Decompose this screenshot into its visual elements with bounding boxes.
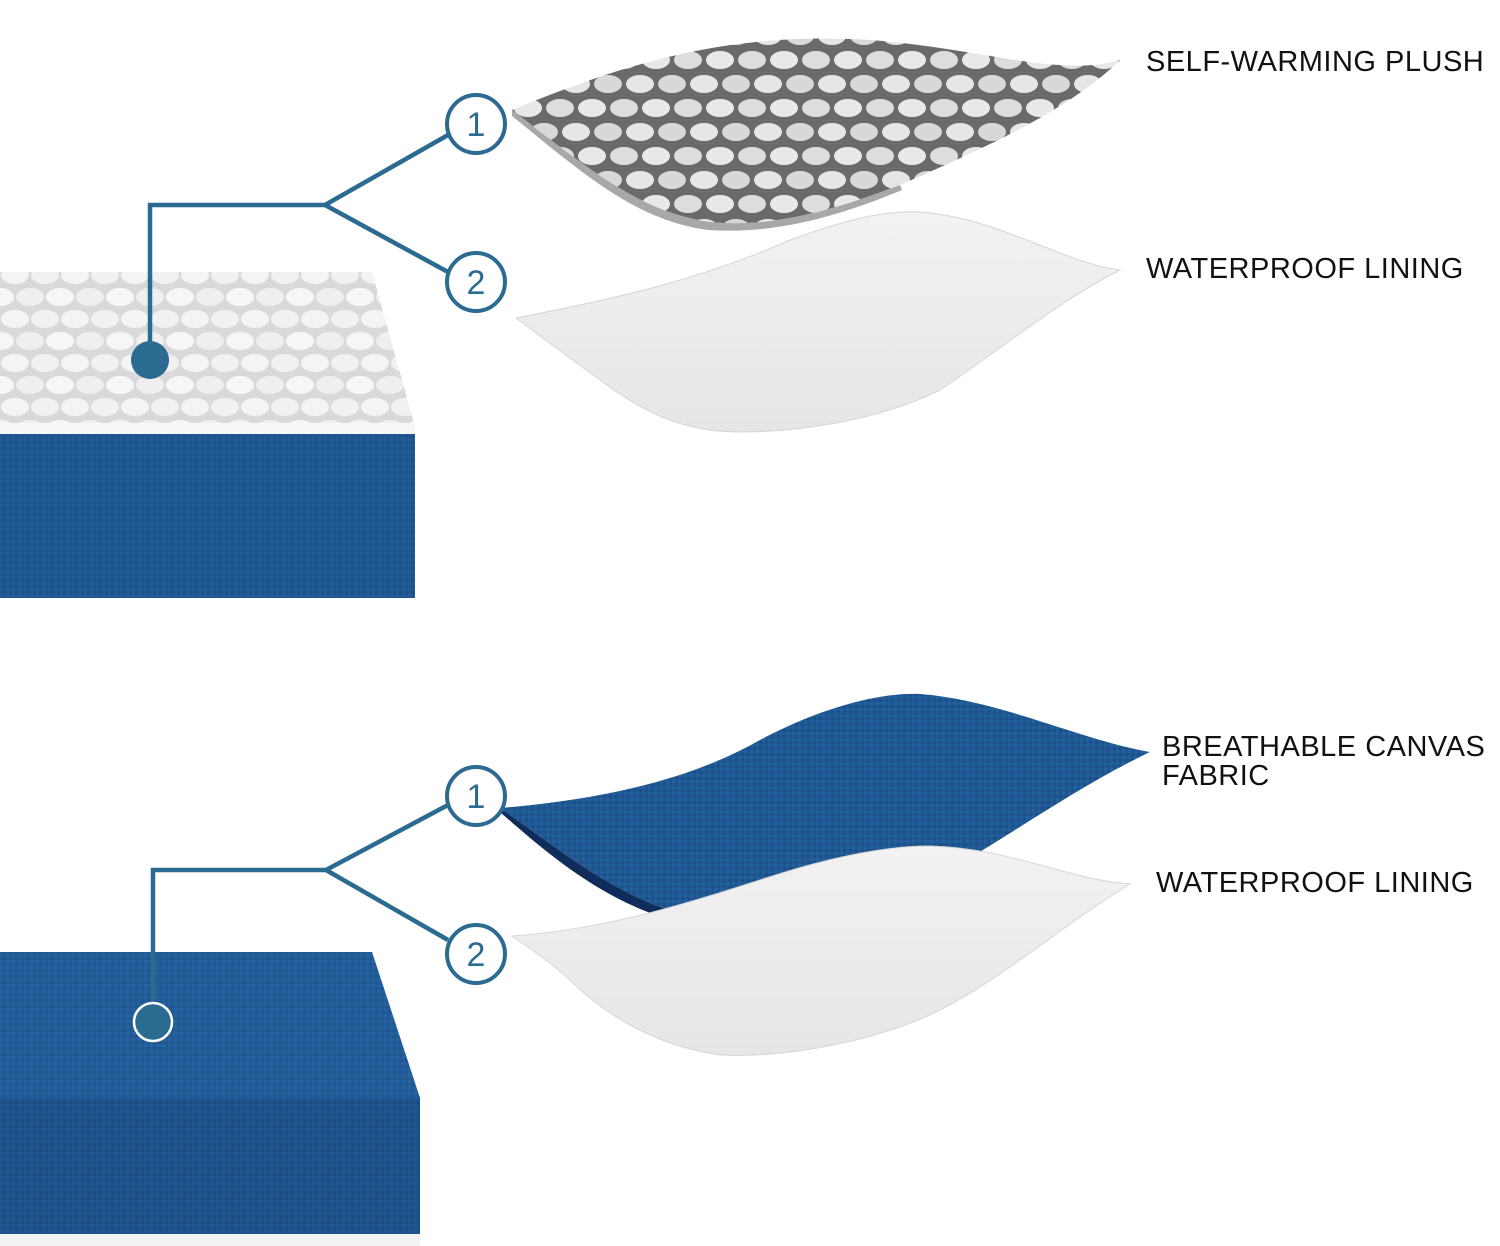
canvas-cushion-edge	[0, 1234, 420, 1246]
plush-cushion-top	[0, 272, 415, 427]
connector-bottom	[150, 803, 450, 1020]
marker-1-bottom: 1	[445, 765, 507, 827]
marker-1-bottom-label: 1	[467, 778, 486, 816]
connector-top	[147, 133, 450, 360]
marker-dot-bottom	[132, 1001, 174, 1043]
plush-cushion-side	[0, 434, 415, 598]
marker-2-bottom-label: 2	[467, 936, 486, 974]
marker-2-top-label: 2	[467, 264, 486, 302]
lining-layer-bottom	[510, 845, 1132, 1056]
plush-cushion	[0, 272, 415, 598]
marker-2-top: 2	[445, 251, 507, 313]
label-breathable-canvas: BREATHABLE CANVAS	[1162, 731, 1486, 763]
label-waterproof-lining-bottom: WATERPROOF LINING	[1156, 867, 1474, 899]
marker-2-bottom: 2	[445, 923, 507, 985]
marker-dot-top	[131, 341, 169, 379]
plush-layer	[512, 38, 1120, 231]
label-fabric: FABRIC	[1162, 760, 1270, 792]
canvas-cushion	[0, 952, 420, 1246]
label-waterproof-lining-top: WATERPROOF LINING	[1146, 253, 1464, 285]
canvas-layer	[500, 693, 1150, 927]
marker-1-top-label: 1	[467, 106, 486, 144]
plush-cushion-piping	[0, 423, 415, 434]
canvas-cushion-side	[0, 1098, 420, 1234]
label-self-warming-plush: SELF-WARMING PLUSH	[1146, 46, 1485, 78]
lining-layer-top	[514, 211, 1122, 433]
canvas-cushion-top	[0, 952, 420, 1098]
marker-1-top: 1	[445, 93, 507, 155]
